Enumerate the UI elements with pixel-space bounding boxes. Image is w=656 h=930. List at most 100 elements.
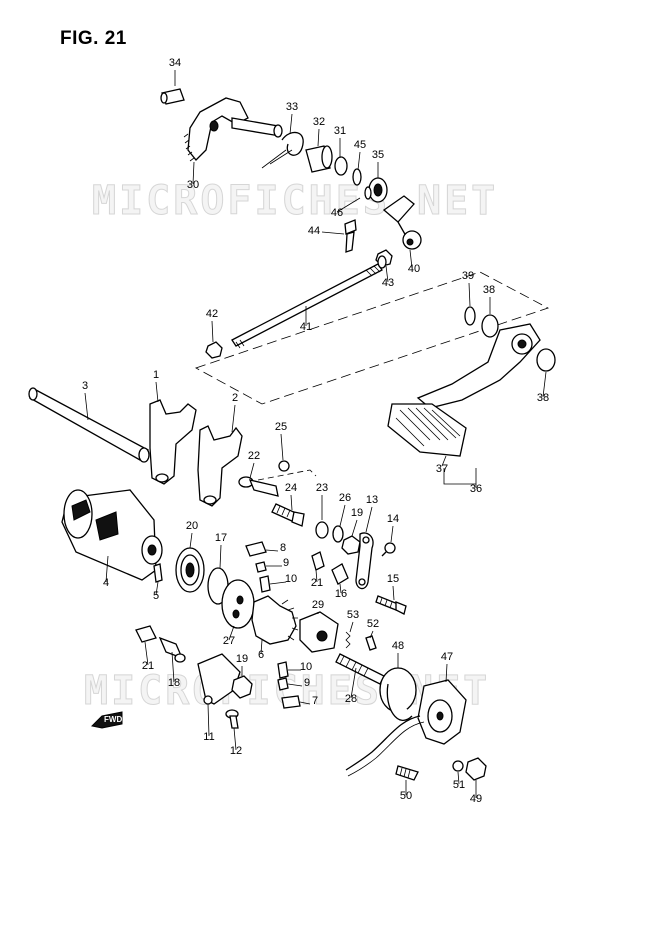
callout-50: 50 xyxy=(400,790,412,802)
figure-title: FIG. 21 xyxy=(60,28,127,49)
bolt-28 xyxy=(335,653,385,685)
callout-19: 19 xyxy=(351,507,363,519)
callout-15: 15 xyxy=(387,573,399,585)
screw-14 xyxy=(381,542,396,557)
callout-30: 30 xyxy=(187,179,199,191)
callout-40: 40 xyxy=(408,263,420,275)
callout-2: 2 xyxy=(232,392,238,404)
spring-33 xyxy=(261,131,304,169)
group-box-shift-lever xyxy=(443,468,477,485)
callout-48: 48 xyxy=(392,640,404,652)
callout-17: 17 xyxy=(215,532,227,544)
callout-10: 10 xyxy=(285,573,297,585)
gearshift-lever-37 xyxy=(387,323,541,457)
callout-33: 33 xyxy=(286,101,298,113)
callout-1: 1 xyxy=(153,369,159,381)
nut-19-upper xyxy=(341,535,361,555)
spring-53 xyxy=(345,631,351,649)
callout-47: 47 xyxy=(441,651,453,663)
callout-10: 10 xyxy=(300,661,312,673)
callout-12: 12 xyxy=(230,745,242,757)
callout-18: 18 xyxy=(168,677,180,689)
callout-14: 14 xyxy=(387,513,399,525)
callout-29: 29 xyxy=(312,599,324,611)
washer-31 xyxy=(334,156,348,176)
washer-51 xyxy=(452,760,464,772)
part-7 xyxy=(281,695,301,709)
circlip-39 xyxy=(464,306,476,326)
nut-49 xyxy=(465,757,487,781)
callout-8: 8 xyxy=(280,542,286,554)
pin-9-upper xyxy=(255,561,267,573)
pin-5 xyxy=(153,563,163,583)
leader-lines xyxy=(84,70,547,798)
part-16 xyxy=(331,563,349,585)
sensor-plate-48 xyxy=(379,667,417,722)
callout-52: 52 xyxy=(367,618,379,630)
part-26 xyxy=(332,525,344,543)
bolt-24 xyxy=(271,503,305,527)
shift-fork-1 xyxy=(149,399,197,485)
callout-35: 35 xyxy=(372,149,384,161)
bolt-44 xyxy=(344,219,357,253)
callout-11: 11 xyxy=(203,731,214,743)
oil-seal-35 xyxy=(368,177,388,203)
shift-shaft-30 xyxy=(183,97,283,162)
pin-21-upper xyxy=(311,551,325,571)
shift-fork-2 xyxy=(197,425,243,507)
callout-53: 53 xyxy=(347,609,359,621)
callout-44: 44 xyxy=(308,225,320,237)
bracket-11 xyxy=(197,653,241,705)
callout-3: 3 xyxy=(82,380,88,392)
callout-41: 41 xyxy=(300,321,312,333)
fork-shaft-3 xyxy=(28,387,150,463)
callout-13: 13 xyxy=(366,494,378,506)
bolt-18 xyxy=(158,636,186,663)
callout-45: 45 xyxy=(354,139,366,151)
callout-27: 27 xyxy=(223,635,235,647)
shift-drum-4 xyxy=(61,489,163,581)
callout-36: 36 xyxy=(470,483,482,495)
bearing-20 xyxy=(175,547,205,593)
callout-6: 6 xyxy=(258,649,264,661)
cam-27 xyxy=(221,579,255,629)
bolt-15 xyxy=(375,595,407,615)
fwd-direction-marker: FWD xyxy=(90,711,123,729)
callout-46: 46 xyxy=(331,207,343,219)
callout-20: 20 xyxy=(186,520,198,532)
pawl-plate-13 xyxy=(355,532,374,590)
callout-39: 39 xyxy=(462,270,474,282)
stopper-22 xyxy=(238,476,279,497)
callout-21: 21 xyxy=(311,577,323,589)
washer-38-lower xyxy=(536,348,556,372)
callout-49: 49 xyxy=(470,793,482,805)
callout-34: 34 xyxy=(169,57,181,69)
callout-38: 38 xyxy=(483,284,495,296)
callout-26: 26 xyxy=(339,492,351,504)
callout-37: 37 xyxy=(436,463,448,475)
callout-4: 4 xyxy=(103,577,109,589)
callout-19: 19 xyxy=(236,653,248,665)
collar-32 xyxy=(305,145,333,173)
gear-6 xyxy=(251,595,299,645)
lever-leader-37 xyxy=(441,455,447,467)
callout-38: 38 xyxy=(537,392,549,404)
callout-31: 31 xyxy=(334,125,346,137)
callout-9: 9 xyxy=(304,677,310,689)
shift-joint-40 xyxy=(382,195,422,250)
spring-10-lower xyxy=(277,661,289,679)
spring-10-upper xyxy=(259,575,271,593)
pin-52 xyxy=(365,635,377,651)
pin-9-lower xyxy=(277,677,289,691)
callout-5: 5 xyxy=(153,590,159,602)
washer-46 xyxy=(364,186,372,200)
callout-23: 23 xyxy=(316,482,328,494)
fwd-label: FWD xyxy=(104,715,122,724)
callout-24: 24 xyxy=(285,482,297,494)
group-box-pawl xyxy=(257,469,317,481)
washer-38-upper xyxy=(481,314,499,338)
bolt-50 xyxy=(395,765,419,781)
part-29 xyxy=(299,611,339,653)
callout-51: 51 xyxy=(453,779,465,791)
